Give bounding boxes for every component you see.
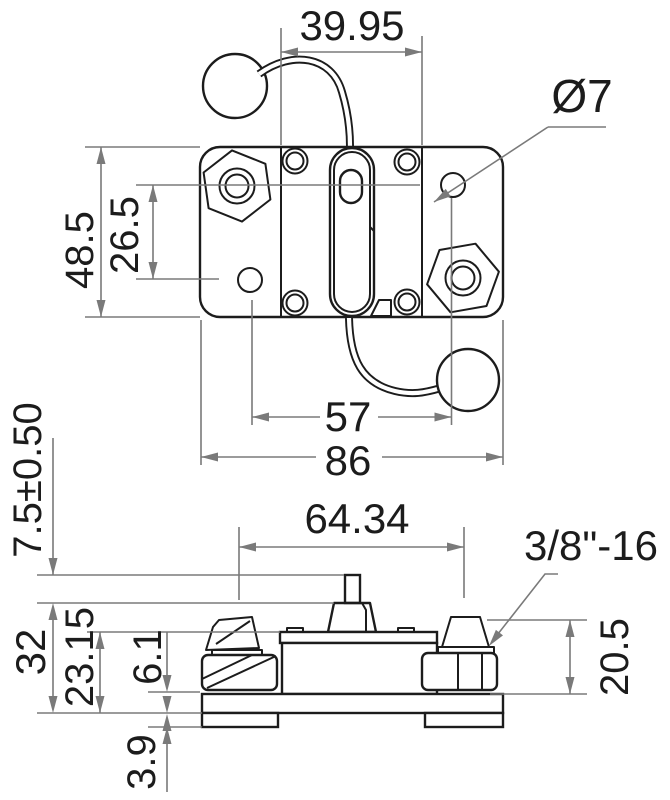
tether-wire-top xyxy=(256,55,354,147)
dim-stem-height-label: 7.5±0.50 xyxy=(6,402,50,557)
dim-hole-diameter-label: Ø7 xyxy=(551,70,612,122)
reset-lever-window xyxy=(338,168,364,205)
base-slab xyxy=(200,692,505,715)
dim-body-width xyxy=(200,320,504,465)
reset-stem-base xyxy=(326,601,378,634)
dim-panel-width-label: 39.95 xyxy=(299,2,404,49)
foot-right xyxy=(423,711,505,729)
dim-panel-width xyxy=(280,28,423,145)
dim-body-height xyxy=(85,146,200,318)
side-view xyxy=(37,438,587,792)
hex-nut-left xyxy=(202,149,272,223)
terminal-stud-left xyxy=(200,616,279,692)
dim-body-width-label: 86 xyxy=(325,437,372,484)
breaker-housing-side xyxy=(280,641,439,696)
leader-thread-size xyxy=(489,573,558,646)
dim-total-height xyxy=(37,603,202,714)
cap-ball-top xyxy=(201,52,269,120)
dim-stem-height xyxy=(37,438,344,604)
dimension-labels: 39.95 Ø7 48.5 26.5 57 86 64.34 3/8"-16 7… xyxy=(6,2,658,790)
foot-left xyxy=(200,711,280,729)
top-view xyxy=(85,28,606,465)
mounting-plate xyxy=(278,627,439,645)
dim-thread-size-label: 3/8"-16 xyxy=(524,522,658,569)
dim-stud-spacing-label: 64.34 xyxy=(304,495,409,542)
terminal-stud-right xyxy=(420,616,499,692)
dim-mount-height-label: 23.15 xyxy=(58,607,102,707)
dim-base-step-height-label: 6.1 xyxy=(126,629,170,685)
molding-detail xyxy=(370,299,392,317)
tether-wire-bottom xyxy=(345,317,443,398)
dim-total-height-label: 32 xyxy=(7,629,54,676)
mounting-hole-7mm-top-right xyxy=(440,172,466,198)
dim-hole-horizontal-spacing xyxy=(251,198,453,425)
dim-mount-height xyxy=(87,631,280,713)
dim-stud-height xyxy=(487,619,587,695)
dim-stud-spacing xyxy=(238,527,465,600)
dim-hole-vertical-spacing xyxy=(136,184,420,280)
dim-feet-height-label: 3.9 xyxy=(120,734,164,790)
reset-stem xyxy=(343,573,362,605)
dim-hole-horizontal-spacing-label: 57 xyxy=(325,393,372,440)
dim-hole-vertical-spacing-label: 26.5 xyxy=(103,196,147,274)
reset-slot xyxy=(328,146,376,318)
mounting-hole-7mm-bottom-left xyxy=(237,267,263,293)
dim-body-height-label: 48.5 xyxy=(58,211,102,289)
leader-hole-diameter xyxy=(433,126,606,203)
dim-base-step-and-feet xyxy=(148,632,202,792)
dim-stud-height-label: 20.5 xyxy=(593,618,637,696)
cap-ball-bottom xyxy=(435,347,501,413)
screw-hole-rings xyxy=(281,147,421,317)
